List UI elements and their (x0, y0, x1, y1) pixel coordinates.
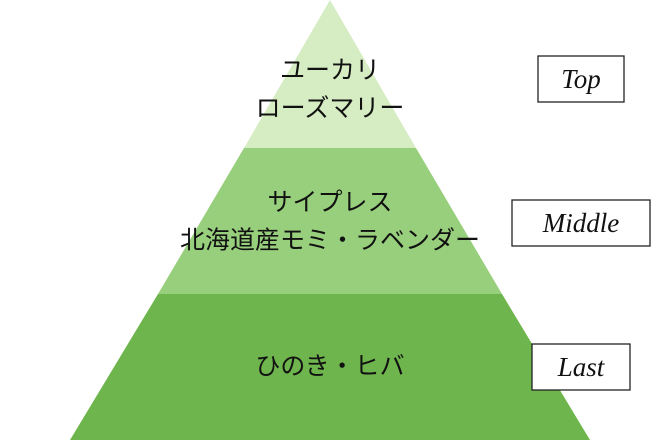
middle-note-box (511, 199, 651, 247)
top-tier-line-1: ユーカリ (280, 56, 380, 85)
middle-tier-line-1: サイプレス (267, 188, 392, 217)
middle-tier-shape (158, 148, 502, 294)
last-tier-shape (70, 294, 590, 440)
last-note-label: Last (557, 352, 606, 382)
last-tier-line-1: ひのき・ヒバ (255, 352, 404, 381)
middle-tier-line-2: 北海道産モミ・ラベンダー (180, 226, 480, 255)
top-note-label: Top (561, 64, 601, 94)
top-tier-shape (244, 0, 416, 148)
top-tier-line-2: ローズマリー (256, 94, 405, 123)
middle-note-label: Middle (542, 208, 619, 238)
top-note-box (537, 55, 625, 103)
last-note-box (531, 343, 631, 391)
